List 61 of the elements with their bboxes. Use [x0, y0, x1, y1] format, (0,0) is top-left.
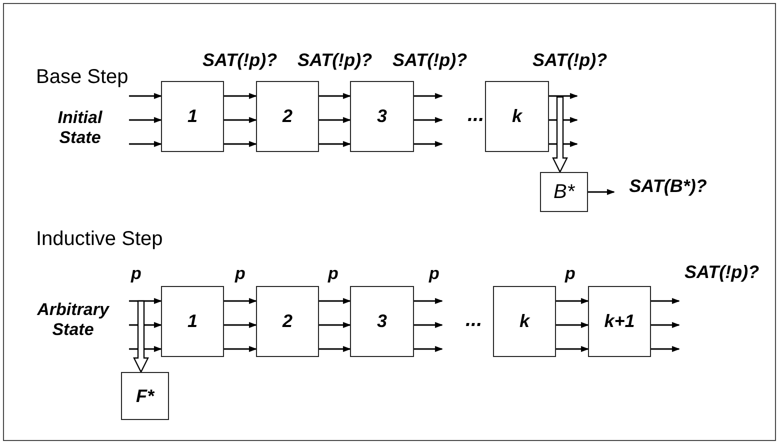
query-label: SAT(!p)?	[532, 50, 608, 71]
query-label: SAT(!p)?	[202, 50, 278, 71]
property-label: p	[328, 264, 338, 284]
arrow	[414, 141, 443, 147]
arrow	[129, 117, 162, 123]
arrow	[588, 189, 615, 195]
arrow	[319, 346, 351, 352]
process-box: B*	[540, 172, 588, 212]
arrow	[224, 117, 257, 123]
arrow	[224, 346, 257, 352]
query-label: SAT(!p)?	[298, 50, 372, 71]
process-box: 1	[161, 286, 224, 357]
section-heading: Base Step	[36, 66, 128, 89]
arrow	[414, 298, 443, 304]
arrow	[319, 298, 351, 304]
arrow	[414, 322, 443, 328]
arrow	[414, 117, 443, 123]
arrow	[651, 322, 680, 328]
arrow	[319, 93, 351, 99]
process-box: 3	[350, 81, 414, 152]
process-box: k+1	[588, 286, 651, 357]
arrow	[414, 346, 443, 352]
process-box: k	[493, 286, 556, 357]
arrow	[319, 141, 351, 147]
arrow	[319, 322, 351, 328]
process-box: 3	[350, 286, 414, 357]
query-label: SAT(!p)?	[684, 262, 760, 283]
hollow-arrow	[552, 96, 568, 174]
hollow-arrow	[133, 300, 149, 374]
arrow	[224, 93, 257, 99]
arrow	[556, 346, 589, 352]
arrow	[319, 117, 351, 123]
arrow	[224, 141, 257, 147]
arrow	[556, 298, 589, 304]
state-label: Initial State	[56, 108, 104, 148]
arrow	[129, 93, 162, 99]
arrow	[549, 93, 578, 99]
arrow	[651, 298, 680, 304]
state-label: Arbitrary State	[36, 300, 110, 340]
property-label: p	[131, 264, 142, 284]
ellipsis: ...	[468, 104, 484, 127]
arrow	[549, 117, 578, 123]
arrow	[129, 141, 162, 147]
arrow	[224, 298, 257, 304]
process-box: 2	[256, 286, 319, 357]
process-box: 1	[161, 81, 224, 152]
property-label: p	[235, 264, 246, 284]
ellipsis: ...	[466, 309, 482, 332]
arrow	[556, 322, 589, 328]
arrow	[414, 93, 443, 99]
output-label: SAT(B*)?	[618, 174, 718, 198]
property-label: p	[565, 264, 576, 284]
arrow	[224, 322, 257, 328]
section-heading: Inductive Step	[36, 228, 163, 251]
property-label: p	[429, 264, 440, 284]
process-box: 2	[256, 81, 319, 152]
process-box: F*	[121, 372, 169, 420]
process-box: k	[485, 81, 549, 152]
arrow	[651, 346, 680, 352]
query-label: SAT(!p)?	[392, 50, 468, 71]
arrow	[549, 141, 578, 147]
